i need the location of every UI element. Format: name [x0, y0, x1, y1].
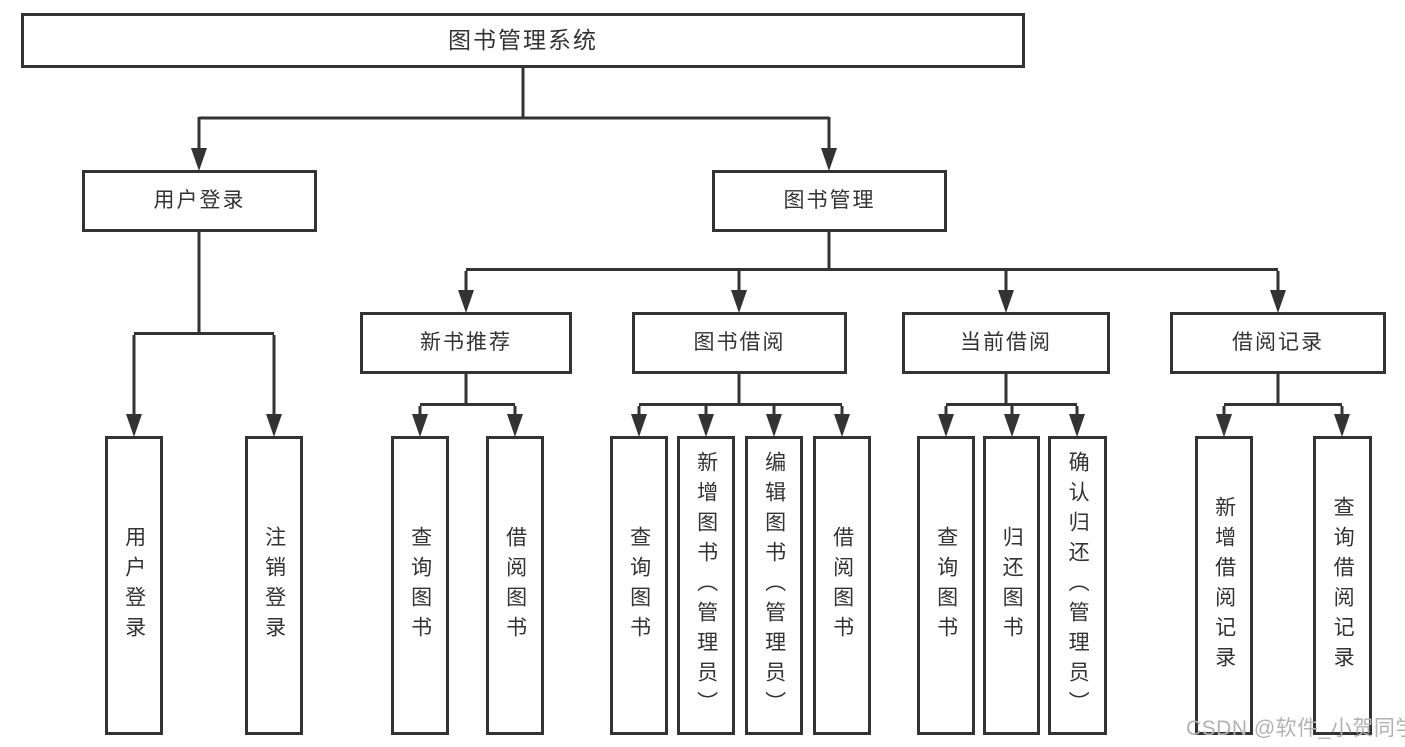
connector-bookborrow-to-leaves: [637, 374, 844, 432]
leaf-records-query-record: 查询借阅记录: [1313, 436, 1372, 735]
node-library-system: 图书管理系统: [21, 13, 1025, 68]
leaf-records-add-record: 新增借阅记录: [1195, 436, 1253, 735]
node-borrowing-records: 借阅记录: [1170, 312, 1386, 374]
leaf-borrowing-borrow-books: 借阅图书: [813, 436, 871, 735]
leaf-current-return-books: 归还图书: [983, 436, 1040, 735]
leaf-current-query-books: 查询图书: [917, 436, 975, 735]
connector-bookmgmt-to-level3: [464, 232, 1280, 308]
arrowheads-currentborrow-leaves: [938, 414, 1085, 437]
leaf-borrowing-add-books-admin: 新增图书（管理员）: [677, 436, 735, 735]
leaf-newbooks-query-books: 查询图书: [391, 436, 449, 735]
arrowheads-level3: [458, 290, 1286, 313]
leaf-logout: 注销登录: [245, 436, 303, 735]
leaf-current-confirm-return-admin: 确认归还（管理员）: [1048, 436, 1107, 735]
connector-newbooks-to-leaves: [418, 374, 517, 432]
arrowheads-userlogin-leaves: [126, 414, 282, 437]
arrowheads-records-leaves: [1216, 414, 1350, 437]
connector-root-to-level2: [197, 68, 831, 166]
connector-records-to-leaves: [1222, 374, 1344, 432]
leaf-borrowing-query-books: 查询图书: [610, 436, 668, 735]
node-user-login: 用户登录: [82, 170, 317, 232]
node-book-management: 图书管理: [712, 170, 947, 232]
node-book-borrowing: 图书借阅: [632, 312, 847, 374]
node-new-book-recommendation: 新书推荐: [360, 312, 572, 374]
leaf-user-login: 用户登录: [105, 436, 163, 735]
leaf-newbooks-borrow-books: 借阅图书: [486, 436, 544, 735]
arrowheads-level2: [191, 148, 837, 171]
connector-userlogin-to-leaves: [132, 232, 276, 432]
csdn-watermark: CSDN @软件_小贺同学: [1186, 717, 1405, 740]
node-current-borrowing: 当前借阅: [902, 312, 1110, 374]
arrowheads-newbooks-leaves: [412, 414, 523, 437]
leaf-borrowing-edit-books-admin: 编辑图书（管理员）: [745, 436, 803, 735]
arrowheads-bookborrow-leaves: [631, 414, 850, 437]
